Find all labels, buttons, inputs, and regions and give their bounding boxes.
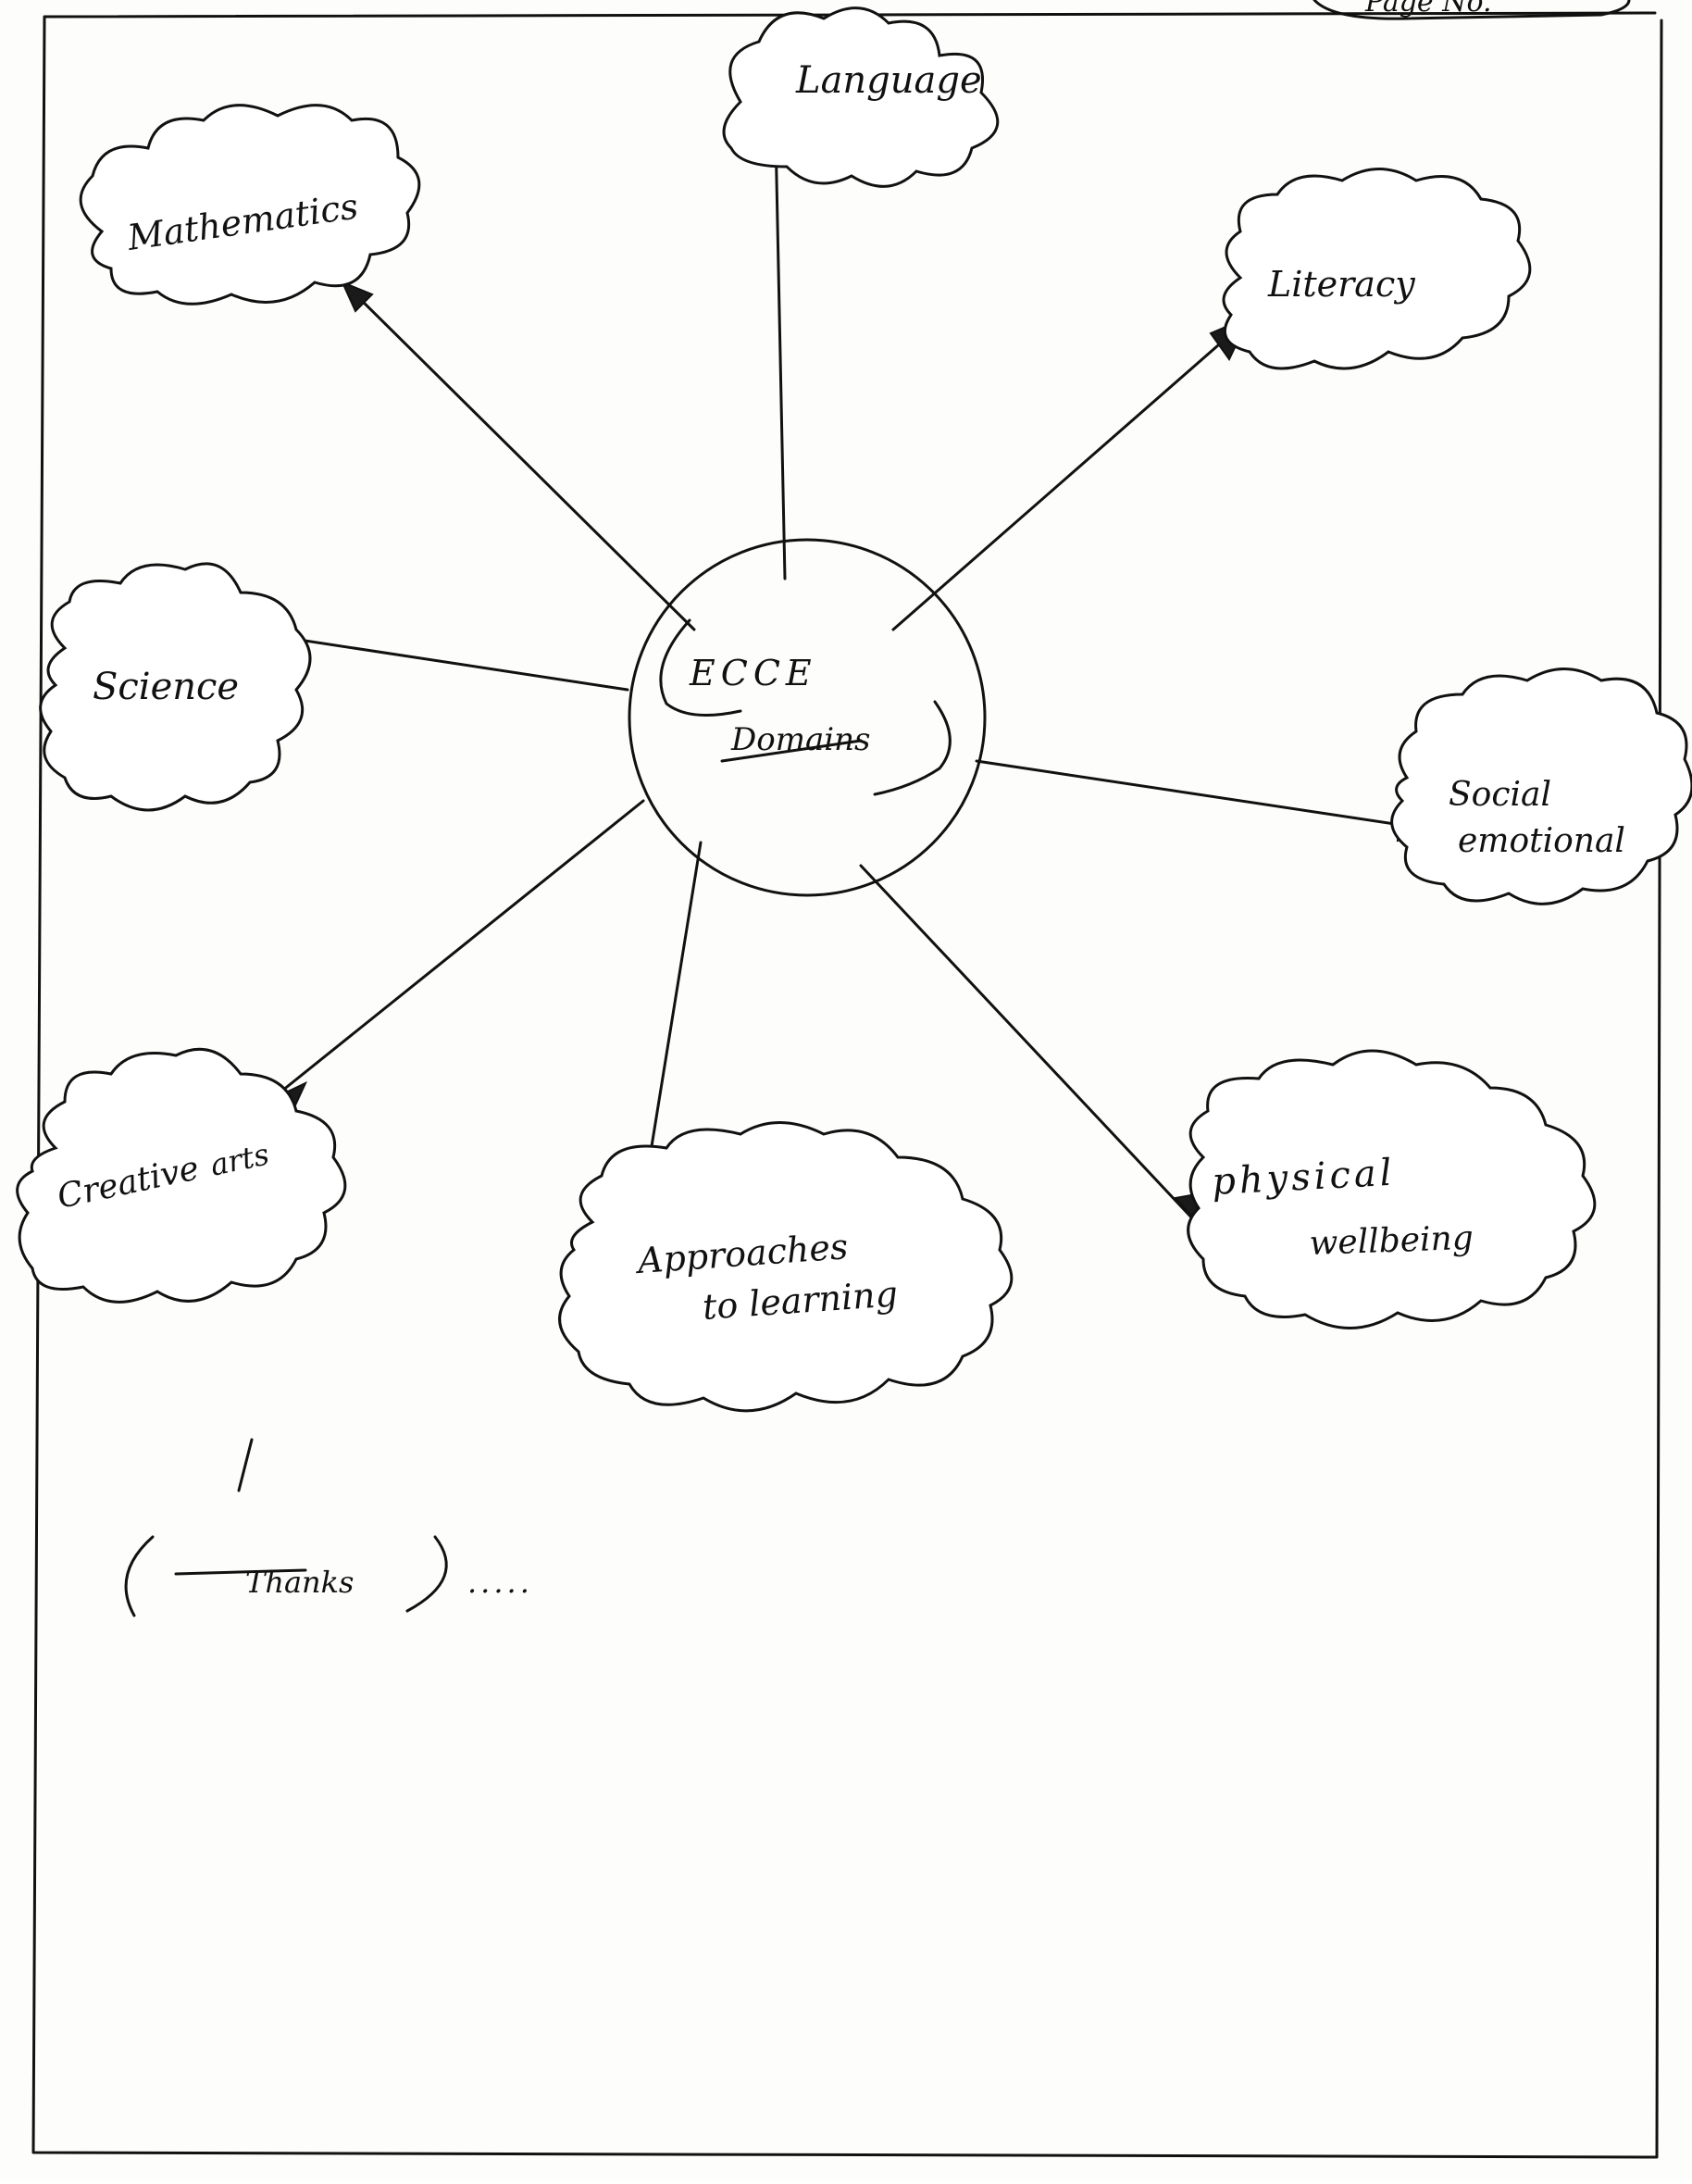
center-bracket-left	[659, 618, 742, 717]
center-node: ECCE Domains	[628, 538, 987, 897]
connector-literacy	[891, 324, 1242, 631]
connector-physical	[859, 864, 1196, 1222]
closing-overline	[174, 1568, 307, 1576]
cloud-node-literacy: Literacy	[1222, 168, 1532, 370]
cloud-mathematics	[79, 104, 421, 306]
label-science: Science	[93, 666, 239, 708]
closing-tick	[237, 1438, 254, 1492]
label-literacy: Literacy	[1267, 264, 1415, 305]
connector-creative-arts	[276, 799, 645, 1096]
connector-language	[774, 132, 787, 580]
arrowhead-mathematics	[341, 281, 374, 313]
cloud-social-emotional	[1390, 668, 1692, 905]
page-header-label: Page No.	[1364, 0, 1492, 19]
label-physical: physical	[1211, 1152, 1396, 1204]
cloud-node-creative-arts: Creative arts	[16, 1047, 347, 1304]
connectors	[157, 132, 1427, 1229]
cloud-approaches	[558, 1121, 1014, 1413]
label-language: Language	[795, 59, 982, 102]
cloud-physical	[1187, 1049, 1597, 1329]
label-social: Social	[1449, 776, 1551, 814]
cloud-node-approaches: Approaches to learning	[558, 1121, 1014, 1413]
cloud-language	[722, 6, 1000, 188]
connector-social-emotional	[975, 759, 1427, 830]
center-title-line1: ECCE	[689, 653, 817, 693]
label-wellbeing: wellbeing	[1309, 1219, 1474, 1263]
center-bracket-right	[873, 700, 952, 796]
cloud-node-science: Science	[39, 562, 312, 812]
closing-dots: .....	[467, 1565, 533, 1600]
closing-text: Thanks	[245, 1565, 354, 1600]
center-underline	[720, 739, 863, 763]
cloud-node-mathematics: Mathematics	[79, 104, 421, 306]
cloud-node-physical: physical wellbeing	[1187, 1049, 1597, 1329]
page-header-box	[1313, 0, 1631, 20]
cloud-node-social-emotional: Social emotional	[1390, 668, 1692, 905]
cloud-literacy	[1222, 168, 1532, 370]
closing-note: Thanks .....	[124, 1438, 533, 1617]
center-title-line2: Domains	[730, 721, 870, 758]
cloud-node-language: Language	[722, 6, 1000, 188]
cloud-science	[39, 562, 312, 812]
cloud-creative-arts	[16, 1047, 347, 1304]
label-emotional: emotional	[1458, 822, 1625, 860]
closing-bracket-right	[405, 1535, 448, 1613]
connector-mathematics	[348, 287, 696, 631]
closing-bracket-left	[124, 1535, 155, 1617]
center-circle	[628, 538, 987, 897]
